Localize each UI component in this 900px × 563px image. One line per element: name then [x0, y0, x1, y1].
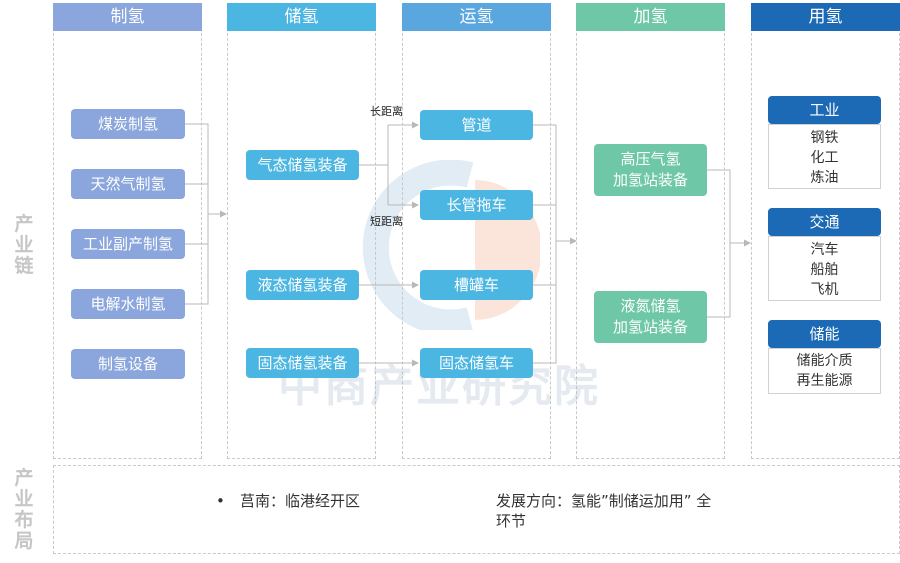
usage-item: 化工: [810, 150, 839, 166]
refuel-item-liquid-line1: 液氮储氢: [620, 297, 681, 315]
transport-item-tanker: 槽罐车: [420, 270, 533, 300]
production-item-industrial-byproduct: 工业副产制氢: [71, 229, 185, 259]
storage-item-liquid: 液态储氢装备: [246, 270, 359, 300]
side-label-layout: 产业布局: [14, 467, 34, 552]
refuel-item-liquid-line2: 加氢站装备: [612, 318, 688, 336]
refuel-item-high-pressure-line1: 高压气氢: [620, 150, 681, 168]
storage-item-solid: 固态储氢装备: [246, 348, 359, 378]
refuel-item-high-pressure-line2: 加氢站装备: [612, 171, 688, 189]
label-long-distance: 长距离: [370, 105, 403, 118]
layout-location: 莒南：临港经开区: [240, 492, 361, 510]
usage-panel-storage: 储能介质 再生能源: [768, 348, 881, 394]
usage-panel-industry: 钢铁 化工 炼油: [768, 124, 881, 189]
side-label-chain: 产业链: [14, 213, 34, 277]
column-header-transport: 运氢: [402, 3, 551, 31]
usage-item: 钢铁: [810, 130, 839, 146]
column-header-usage: 用氢: [751, 3, 900, 31]
production-item-natural-gas: 天然气制氢: [71, 169, 185, 199]
transport-item-pipeline: 管道: [420, 110, 533, 140]
label-short-distance: 短距离: [370, 215, 403, 228]
storage-item-gaseous: 气态储氢装备: [246, 150, 359, 180]
layout-bullet: •: [216, 492, 225, 510]
transport-item-solid-truck: 固态储氢车: [420, 348, 533, 378]
layout-direction-line1: 发展方向：氢能”制储运加用” 全: [496, 492, 712, 510]
refuel-item-liquid: 液氮储氢 加氢站装备: [594, 291, 707, 343]
usage-panel-transport: 汽车 船舶 飞机: [768, 236, 881, 301]
usage-title-transport: 交通: [768, 208, 881, 236]
transport-item-tube-trailer: 长管拖车: [420, 190, 533, 220]
usage-item: 汽车: [810, 242, 839, 258]
production-item-coal: 煤炭制氢: [71, 109, 185, 139]
usage-item: 炼油: [810, 170, 839, 186]
usage-item: 飞机: [810, 282, 839, 298]
usage-item: 再生能源: [796, 373, 853, 389]
column-header-refuel: 加氢: [576, 3, 725, 31]
usage-title-industry: 工业: [768, 96, 881, 124]
layout-direction-line2: 环节: [496, 512, 527, 530]
production-item-equipment: 制氢设备: [71, 349, 185, 379]
usage-item: 船舶: [810, 262, 839, 278]
usage-title-storage: 储能: [768, 320, 881, 348]
production-item-electrolysis: 电解水制氢: [71, 289, 185, 319]
refuel-item-high-pressure: 高压气氢 加氢站装备: [594, 144, 707, 196]
usage-item: 储能介质: [796, 353, 853, 369]
column-header-storage: 储氢: [227, 3, 376, 31]
column-header-production: 制氢: [53, 3, 202, 31]
layout-panel: [53, 465, 900, 554]
